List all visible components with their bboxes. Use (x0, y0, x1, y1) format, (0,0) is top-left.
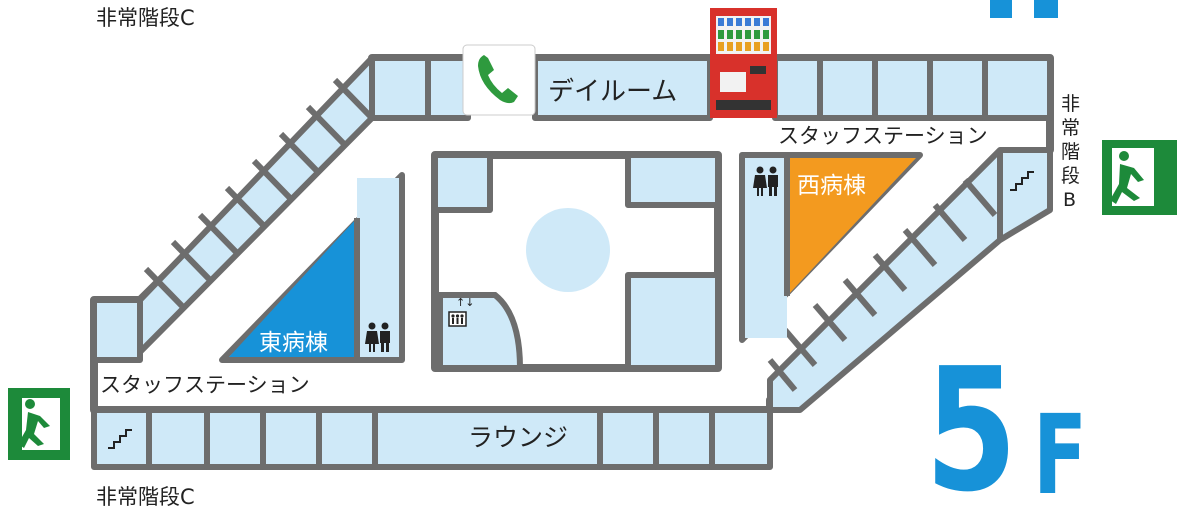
stairs-icon (108, 429, 132, 449)
atrium-circle (526, 208, 610, 292)
svg-text:常: 常 (1061, 117, 1080, 139)
svg-text:B: B (1063, 189, 1076, 211)
central-core (431, 151, 722, 372)
lounge-label: ラウンジ (468, 423, 568, 452)
west-ward-label: 西病棟 (797, 173, 866, 199)
top-rooms (369, 55, 1053, 121)
svg-text:非: 非 (1061, 93, 1080, 115)
stairs-c-bottom-label: 非常階段C (96, 485, 195, 509)
emergency-exit-icon (8, 388, 70, 460)
emergency-exit-icon (1102, 140, 1177, 215)
nw-diagonal-rooms (91, 55, 375, 363)
staff-station-top-label: スタッフステーション (778, 124, 988, 148)
floor-indicator: 5 F (925, 346, 1095, 519)
vending-machine-icon (710, 8, 777, 118)
staff-station-bottom-label: スタッフステーション (100, 373, 310, 397)
bottom-rooms (91, 407, 773, 470)
day-room-label: デイルーム (548, 77, 677, 107)
restroom-icon (365, 322, 390, 352)
se-diagonal-rooms (767, 147, 1053, 413)
stairs-c-top-label: 非常階段C (96, 6, 195, 30)
phone-icon (462, 44, 536, 116)
stairs-icon (1010, 171, 1034, 191)
svg-text:段: 段 (1061, 165, 1080, 187)
floor-map: ↑↓ 非常階段C 非常階段C デイルーム ラウンジ スタッフステーション スタッ… (8, 6, 1177, 509)
restroom-icon (753, 166, 778, 196)
floor-number: 5 (925, 332, 1018, 530)
stairs-b-label: 非 常 階 段 B (1061, 93, 1080, 211)
elevator-icon: ↑↓ (448, 296, 474, 327)
east-ward-label: 東病棟 (259, 330, 328, 356)
elevator-hall (437, 292, 524, 371)
svg-text:↑↓: ↑↓ (456, 296, 474, 309)
svg-text:階: 階 (1061, 141, 1080, 163)
floor-suffix: F (1033, 391, 1088, 519)
top-right-blue-sign (990, 0, 1058, 18)
east-ward (219, 172, 405, 363)
